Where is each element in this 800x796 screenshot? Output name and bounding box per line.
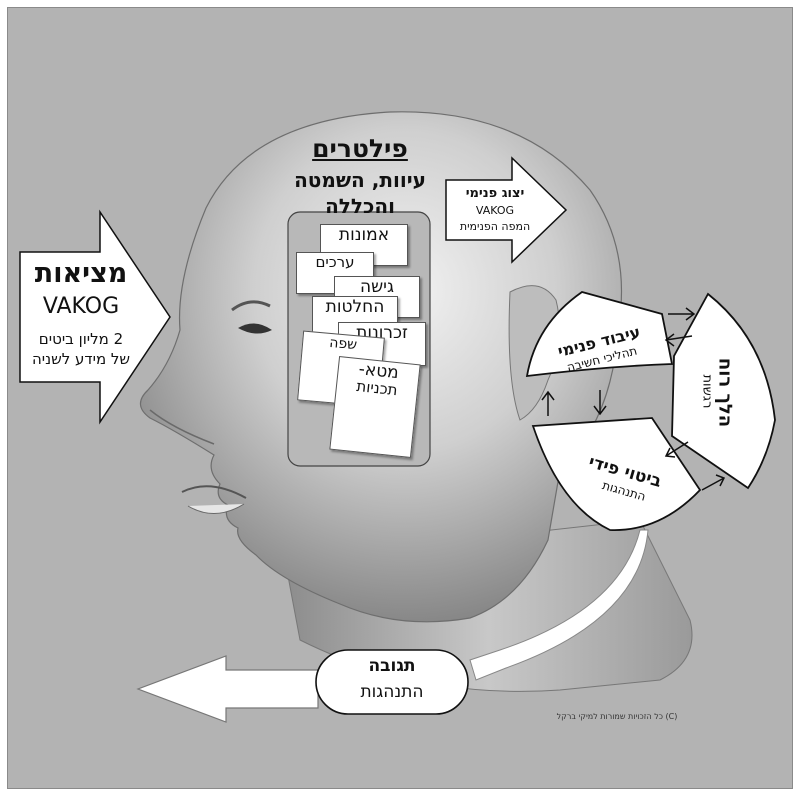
filters-title: פילטרים [282, 134, 438, 163]
filters-subtitle-line1: עיוות, השמטה [262, 168, 458, 192]
filter-card-beliefs-label: אמונות [339, 225, 389, 245]
filter-card-values-label: ערכים [315, 253, 354, 271]
internal-representation-model: VAKOG [448, 204, 542, 217]
filter-card-language-label: שפה [329, 335, 358, 353]
reality-title: מציאות [20, 258, 142, 289]
reality-model: VAKOG [20, 294, 142, 319]
filters-subtitle-line2: והכללה [282, 194, 438, 218]
state-subtitle: רגשות [700, 347, 715, 437]
reality-line2: של מידע לשניה [20, 350, 142, 368]
response-arrow-shape [138, 656, 318, 722]
copyright-notice: (C) כל הזכויות שמורות למיקי ברקל [536, 712, 698, 721]
state-title: הלך רוח [715, 348, 736, 438]
filter-card-meta-programs: מטא- תכניות [329, 356, 420, 458]
internal-representation-title: יצוג פנימי [448, 186, 542, 201]
response-title: תגובה [320, 656, 464, 676]
reality-line1: 2 מליון ביטים [20, 330, 142, 348]
response-subtitle: התנהגות [320, 682, 464, 702]
filter-card-decisions-label: החלטות [326, 297, 385, 317]
filter-card-attitude-label: גישה [360, 277, 394, 297]
internal-representation-subtitle: המפה הפנימית [446, 220, 544, 233]
